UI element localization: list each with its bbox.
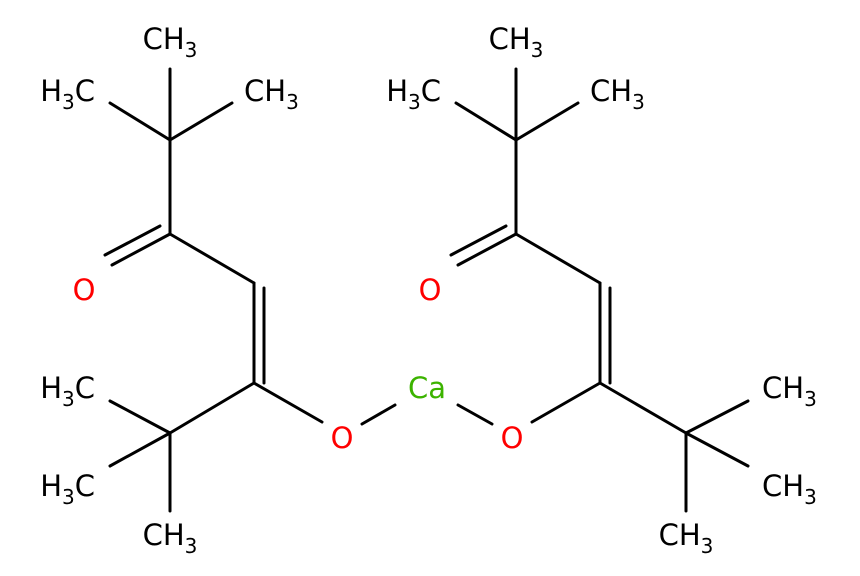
methyl-label: CH3 [762, 469, 817, 509]
bond [514, 232, 602, 285]
bond [360, 403, 397, 426]
bond [684, 399, 750, 435]
left-ligand-bonds [103, 67, 324, 513]
double-bond [456, 232, 518, 267]
bond [108, 431, 172, 468]
bond [108, 399, 172, 435]
methyl-label: H3C [40, 469, 95, 509]
methyl-label: H3C [40, 371, 95, 411]
methyl-label: CH3 [489, 22, 544, 62]
methyl-label: CH3 [762, 371, 817, 411]
bond [456, 403, 494, 426]
bond [598, 381, 688, 435]
bond [168, 101, 234, 142]
double-bond [103, 224, 162, 257]
bond [454, 101, 518, 142]
bond [514, 101, 580, 142]
methyl-label: CH3 [143, 518, 198, 558]
bond [108, 101, 172, 142]
methyl-label: H3C [386, 74, 441, 114]
double-bond [449, 224, 508, 257]
methyl-label: H3C [40, 74, 95, 114]
calcium-bonds [360, 403, 494, 426]
bond [684, 431, 750, 468]
bond [168, 381, 256, 435]
enolate-oxygen-label: O [501, 421, 524, 455]
enolate-oxygen-label: O [331, 421, 354, 455]
calcium-label: Ca [408, 371, 446, 405]
methyl-label: CH3 [659, 518, 714, 558]
bond [168, 232, 256, 285]
bond [252, 381, 324, 424]
bond [530, 381, 602, 424]
methyl-label: CH3 [143, 22, 198, 62]
atom-labels: CH3 H3C CH3 O H3C H3C CH3 O Ca CH3 H3C C… [40, 22, 817, 558]
methyl-label: CH3 [590, 74, 645, 114]
methyl-label: CH3 [244, 74, 299, 114]
ketone-oxygen-label: O [419, 273, 442, 307]
right-ligand-bonds [449, 67, 750, 513]
ketone-oxygen-label: O [73, 273, 96, 307]
double-bond [110, 232, 172, 267]
